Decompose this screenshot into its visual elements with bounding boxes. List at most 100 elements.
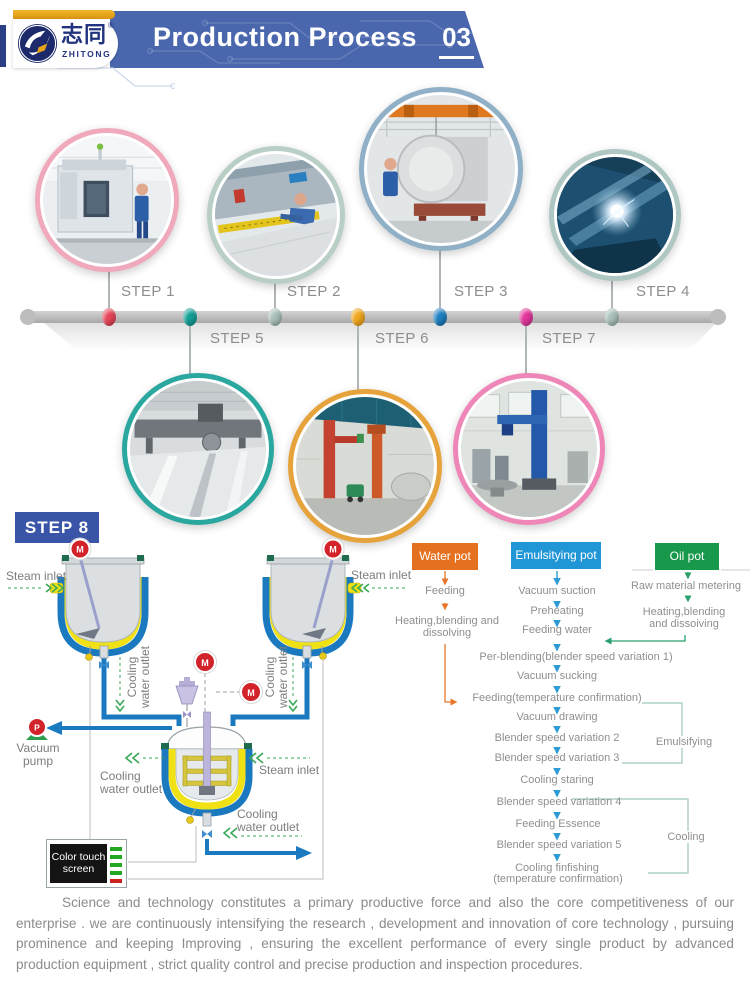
flow-feeding-essence: Feeding Essence <box>515 818 601 830</box>
header-banner <box>110 11 484 68</box>
vacuum-arrow <box>46 721 62 735</box>
stem-step6 <box>357 317 359 396</box>
stem-step1 <box>108 267 110 317</box>
emulsifying-pot-box: Emulsitying pot <box>511 542 601 569</box>
led-red-icon <box>110 879 122 883</box>
flow-vacuum-suction: Vacuum suction <box>518 585 596 597</box>
stem-step3 <box>439 242 441 317</box>
flow-blender-speed-4: Blender speed variation 4 <box>496 796 622 808</box>
page-number: 03 <box>439 22 474 59</box>
flow-heating-blending-dissoiving: Heating,blending and dissoiving <box>642 606 726 630</box>
led-green-icon <box>110 847 122 851</box>
flow-preheating: Preheating <box>530 605 584 617</box>
header-title-row: Production Process 03 <box>153 22 474 59</box>
label-step1: STEP 1 <box>121 283 175 300</box>
flow-vacuum-sucking: Vacuum sucking <box>517 670 597 682</box>
brand-name-cn: 志同 <box>61 22 108 47</box>
brand-name-en: ZHITONG <box>62 49 112 59</box>
label-steam-inlet-center: Steam inlet <box>259 763 320 777</box>
timeline-endcap-right <box>710 309 726 325</box>
motor-icon: M <box>329 545 337 555</box>
photo-step5-grinding <box>122 373 274 525</box>
svg-text:M: M <box>201 658 209 668</box>
label-step4: STEP 4 <box>636 283 690 300</box>
stage-cooling: Cooling <box>664 831 708 843</box>
flow-blender-speed-3: Blender speed variation 3 <box>494 752 620 764</box>
flow-feeding-temp-confirmation: Feeding(temperature confirmation) <box>472 692 642 704</box>
vacuum-pump-icon: P <box>26 717 48 740</box>
stem-step7 <box>525 317 527 380</box>
water-pot-tank: M <box>49 537 149 669</box>
stage-emulsifying: Emulsifying <box>652 736 716 748</box>
flow-per-blending: Per-blending(blender speed variation 1) <box>479 651 673 663</box>
led-green-icon <box>110 855 122 859</box>
circuit-tail-decoration <box>57 67 175 89</box>
dot-step4 <box>605 308 619 326</box>
photo-step3-shell-rolling <box>359 87 523 251</box>
label-step2: STEP 2 <box>287 283 341 300</box>
photo-step6-column-machines <box>288 389 442 543</box>
flow-vacuum-drawing: Vacuum drawing <box>516 711 598 723</box>
label-steam-inlet-left: Steam inlet <box>6 569 67 583</box>
flow-cooling-finfishing: Cooling finfishing <box>515 862 599 874</box>
dot-step3 <box>433 308 447 326</box>
footer-paragraph: Science and technology constitutes a pri… <box>16 895 734 972</box>
label-cooling-outlet-center: Cooling water outlet <box>100 769 163 796</box>
photo-step4-welding <box>549 149 681 281</box>
stem-step2 <box>274 275 276 317</box>
agitator-motor-icon: M <box>193 650 217 674</box>
label-step5: STEP 5 <box>210 330 264 347</box>
stem-step4 <box>611 267 613 317</box>
flow-feeding: Feeding <box>425 585 465 597</box>
timeline-bar <box>28 311 718 323</box>
dot-step6 <box>351 308 365 326</box>
stem-step5 <box>189 317 191 380</box>
label-step3: STEP 3 <box>454 283 508 300</box>
timeline-endcap-left <box>20 309 36 325</box>
logo-gold-bar <box>13 10 115 19</box>
led-green-icon <box>110 871 122 875</box>
label-step6: STEP 6 <box>375 330 429 347</box>
dot-step2 <box>268 308 282 326</box>
zhitong-emblem-icon <box>17 23 58 64</box>
flow-blender-speed-2: Blender speed variation 2 <box>494 732 620 744</box>
emulsifying-vessel <box>161 711 253 838</box>
flow-cooling-staring: Cooling staring <box>520 774 594 786</box>
svg-text:M: M <box>247 688 255 698</box>
color-touch-screen-panel: Color touch screen <box>46 839 127 888</box>
homogenizer-motor-icon: M <box>239 680 263 704</box>
label-step7: STEP 7 <box>542 330 596 347</box>
svg-text:P: P <box>34 723 40 733</box>
flow-temp-confirmation: (temperature confirmation) <box>493 873 623 885</box>
label-cooling-outlet-left-vertical: Cooling water outlet <box>125 645 152 709</box>
dot-step5 <box>183 308 197 326</box>
flow-feeding-water: Feeding water <box>522 624 592 636</box>
header-accent-bar <box>0 25 6 67</box>
flow-heating-blending-dissolving: Heating,blending and dissolving <box>395 615 499 639</box>
outlet-arrow <box>296 846 312 860</box>
flow-blender-speed-5: Blender speed variation 5 <box>496 839 622 851</box>
led-green-icon <box>110 863 122 867</box>
pipe-left <box>101 658 182 726</box>
oil-pot-box: Oil pot <box>655 543 719 570</box>
flow-raw-material-metering: Raw material metering <box>630 580 742 592</box>
photo-step2-shearing <box>207 146 345 284</box>
label-vacuum-pump: Vacuum pump <box>16 741 60 768</box>
dot-step7 <box>519 308 533 326</box>
photo-step1-cnc-machining <box>35 128 179 272</box>
pipe-right <box>230 658 310 726</box>
step8-badge: STEP 8 <box>15 512 99 543</box>
mixing-system-diagram: M M P <box>8 537 406 880</box>
timeline-shadow <box>44 323 716 351</box>
feed-hopper-icon <box>175 677 199 727</box>
touch-screen-display: Color touch screen <box>50 844 107 883</box>
water-pot-box: Water pot <box>412 543 478 570</box>
motor-icon: M <box>76 545 84 555</box>
dot-step1 <box>102 308 116 326</box>
registered-mark: ® <box>108 21 114 30</box>
steam-flow-marks <box>8 583 406 839</box>
label-steam-inlet-right: Steam inlet <box>351 568 412 582</box>
oil-pot-tank: M <box>262 537 362 669</box>
label-cooling-outlet-bottom: Cooling water outlet <box>237 807 300 834</box>
